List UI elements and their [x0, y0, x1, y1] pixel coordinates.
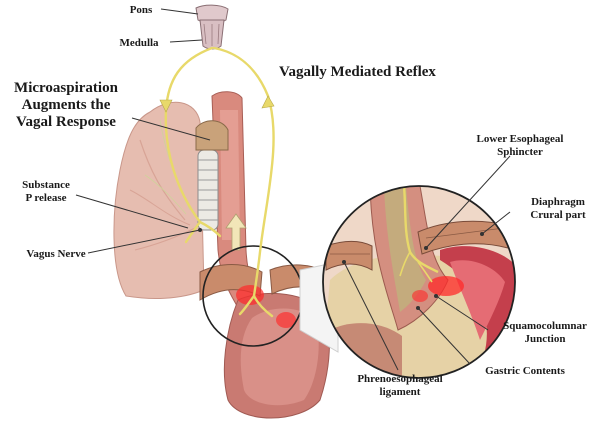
label-phrenoesophageal-2: ligament: [380, 386, 421, 398]
label-microaspiration-3: Vagal Response: [16, 114, 116, 130]
label-substance-p-2: P release: [25, 192, 66, 204]
label-pons: Pons: [130, 4, 153, 16]
label-vagus-nerve: Vagus Nerve: [26, 248, 85, 260]
label-les-1: Lower Esophageal: [477, 133, 564, 145]
nerve-arrow-icon: [261, 95, 275, 109]
label-substance-p-1: Substance: [22, 179, 70, 191]
brainstem: [195, 4, 229, 50]
label-medulla: Medulla: [119, 37, 159, 49]
diagram-title: Vagally Mediated Reflex: [279, 64, 436, 80]
label-les-2: Sphincter: [497, 146, 543, 158]
label-microaspiration-2: Augments the: [22, 97, 111, 113]
label-phrenoesophageal-1: Phrenoesophageal: [357, 373, 442, 385]
lung: [113, 101, 205, 299]
label-gastric-contents: Gastric Contents: [485, 365, 565, 377]
label-diaphragm-2: Crural part: [530, 209, 586, 221]
leader-lines: [75, 8, 511, 371]
magnified-view: [322, 185, 516, 379]
label-diaphragm-1: Diaphragm: [531, 196, 585, 208]
label-microaspiration-1: Microaspiration: [14, 80, 119, 96]
label-squamocolumnar-2: Junction: [525, 333, 566, 345]
nerve-arrow-icon: [159, 99, 173, 113]
label-squamocolumnar-1: Squamocolumnar: [503, 320, 587, 332]
